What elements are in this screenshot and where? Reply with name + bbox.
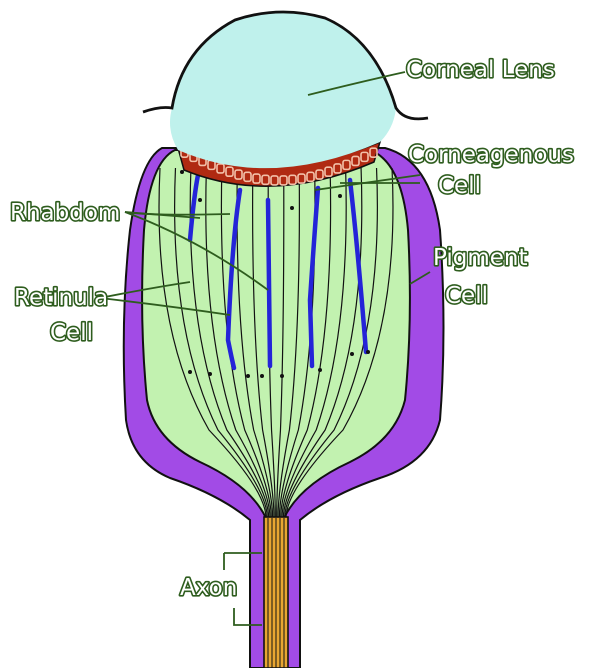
corneagenous-label-line1: Corneagenous [408, 142, 574, 168]
retinula-label-line2: Cell [50, 320, 93, 346]
corneal-lens-label: Corneal Lens [406, 57, 555, 83]
axon-label: Axon [180, 575, 237, 601]
retinula-label-line1: Retinula [14, 285, 108, 311]
corneagenous-label-line2: Cell [438, 173, 481, 199]
rhabdom-label: Rhabdom [10, 200, 120, 226]
corneal-lens [170, 12, 396, 168]
pigment-label-line2: Cell [445, 283, 488, 309]
axon-bundle [264, 517, 288, 668]
pigment-label-line1: Pigment [433, 245, 528, 271]
